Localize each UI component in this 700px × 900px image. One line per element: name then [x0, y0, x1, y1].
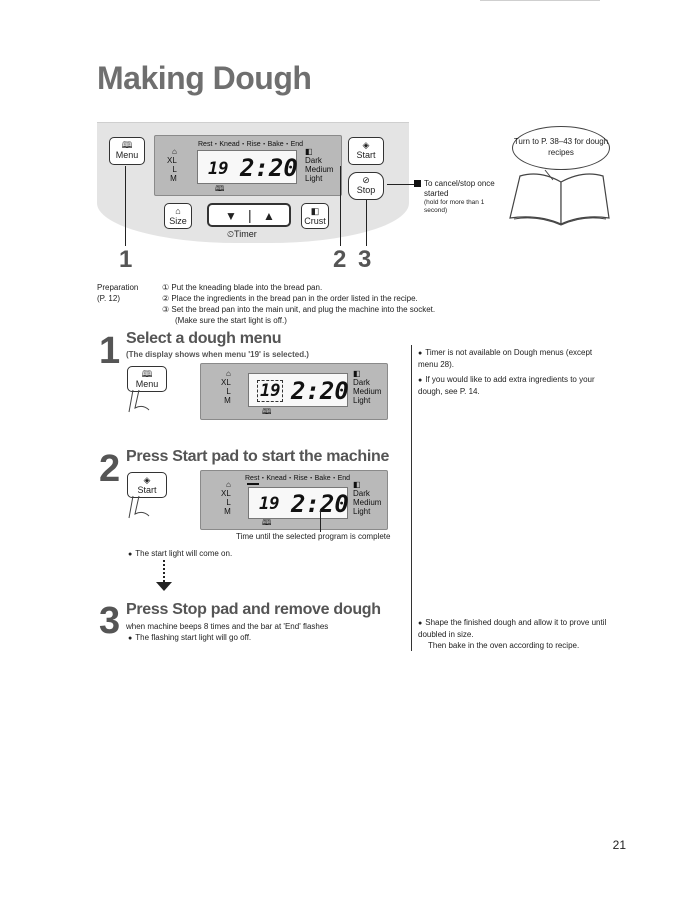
- recipe-bubble: Turn to P. 38–43 for dough recipes: [512, 126, 610, 170]
- page-title: Making Dough: [97, 60, 312, 96]
- loaf-icon: ⌂: [225, 480, 231, 489]
- leader-line-1: [125, 166, 127, 246]
- leader-line-3: [366, 200, 368, 246]
- size-pad[interactable]: ⌂ Size: [164, 203, 192, 229]
- start-pad[interactable]: ◈ Start: [348, 137, 384, 165]
- start-pad-label: Start: [356, 150, 376, 160]
- prep-label: Preparation (P. 12): [97, 283, 139, 303]
- column-divider: [411, 345, 412, 651]
- step-2-heading: Press Start pad to start the machine: [126, 448, 390, 465]
- menu-pad-label: Menu: [115, 150, 139, 160]
- callout-1: 1: [119, 246, 133, 273]
- callout-3: 3: [358, 246, 372, 273]
- step-3-heading: Press Stop pad and remove dough: [126, 601, 381, 618]
- down-arrow-icon[interactable]: ▼: [225, 209, 237, 223]
- stop-pad-label: Stop: [356, 185, 376, 195]
- prep-list: ① Put the kneading blade into the bread …: [162, 282, 435, 326]
- size-l: L: [172, 165, 177, 174]
- step-1-sub: (The display shows when menu '19' is sel…: [126, 350, 309, 359]
- leader-line-2: [340, 166, 342, 246]
- step-1-number: 1: [99, 330, 121, 372]
- panel-display: Rest・Knead・Rise・Bake・End ⌂ XL L M 19 2:2…: [154, 135, 342, 196]
- book-icon: 🕮: [141, 369, 153, 379]
- crust-indicators: ◧ Dark Medium Light: [305, 147, 333, 183]
- step-1-menu-pad[interactable]: 🕮 Menu: [127, 366, 167, 392]
- square-bullet: [414, 180, 421, 187]
- time-caption: Time until the selected program is compl…: [236, 532, 391, 541]
- crust-icon: ◧: [310, 206, 320, 216]
- start-icon: ◈: [143, 475, 151, 485]
- timer-label: ⏲Timer: [227, 229, 257, 239]
- recipe-icon: 🕮: [262, 518, 272, 527]
- stop-pointer: [387, 184, 414, 185]
- recipe-icon: 🕮: [262, 407, 272, 416]
- start-light-note: The start light will come on.: [128, 548, 232, 560]
- book-icon: 🕮: [121, 140, 133, 150]
- open-book-icon: [509, 169, 610, 226]
- time-leader: [320, 510, 322, 532]
- note-extra-ingredients: If you would like to add extra ingredien…: [418, 374, 608, 397]
- size-pad-label: Size: [169, 216, 187, 226]
- note-shape-dough: Shape the finished dough and allow it to…: [418, 617, 608, 640]
- crust-pad-label: Crust: [304, 216, 326, 226]
- step-2-display: Rest・Knead・Rise・Bake・End ⌂ XL L M 19 2:2…: [200, 470, 388, 530]
- up-arrow-icon[interactable]: ▲: [263, 209, 275, 223]
- display-window: 19 2:20: [197, 150, 298, 184]
- top-rule: [480, 0, 600, 1]
- prep-item-2: ② Place the ingredients in the bread pan…: [162, 294, 418, 303]
- callout-2: 2: [333, 246, 347, 273]
- loaf-icon: ⌂: [175, 206, 181, 216]
- prep-item-note: (Make sure the start light is off.): [175, 316, 287, 325]
- note-timer: Timer is not available on Dough menus (e…: [418, 347, 608, 370]
- note-bake: Then bake in the oven according to recip…: [428, 641, 580, 650]
- dotted-arrow-line: [163, 560, 165, 582]
- timer-pads[interactable]: ▼ | ▲: [207, 203, 291, 227]
- crust-medium: Medium: [305, 165, 334, 174]
- pressing-finger-icon: [128, 495, 150, 519]
- time-readout: 2:20: [240, 154, 298, 182]
- rest-bar: [247, 483, 259, 485]
- stop-note: To cancel/stop once started (hold for mo…: [424, 179, 495, 214]
- step-2-start-pad[interactable]: ◈ Start: [127, 472, 167, 498]
- step-3-sub: when machine beeps 8 times and the bar a…: [126, 622, 329, 631]
- crust-dark: Dark: [305, 156, 322, 165]
- crust-icon: ◧: [353, 369, 361, 378]
- step-1-heading: Select a dough menu: [126, 330, 282, 347]
- step-1-notes: Timer is not available on Dough menus (e…: [418, 347, 608, 397]
- clock-icon: ⏲: [227, 229, 235, 239]
- control-panel: 🕮 Menu Rest・Knead・Rise・Bake・End ⌂ XL L M…: [97, 122, 409, 243]
- crust-light: Light: [305, 174, 323, 183]
- stop-icon: ⊘: [362, 175, 370, 185]
- menu-number: 19: [208, 159, 229, 179]
- divider: |: [248, 207, 252, 223]
- size-indicators: ⌂ XL L M: [167, 147, 177, 183]
- crust-pad[interactable]: ◧ Crust: [301, 203, 329, 229]
- crust-icon: ◧: [305, 147, 313, 156]
- menu-pad[interactable]: 🕮 Menu: [109, 137, 145, 165]
- down-arrow-icon: [156, 582, 172, 591]
- stop-pad[interactable]: ⊘ Stop: [348, 172, 384, 200]
- step-3-notes: Shape the finished dough and allow it to…: [418, 617, 608, 651]
- size-m: M: [170, 174, 177, 183]
- loaf-icon: ⌂: [171, 147, 177, 156]
- menu-number-blinking: 19: [257, 380, 284, 402]
- recipe-icon: 🕮: [215, 184, 225, 193]
- step-1-display: ⌂ XL L M 19 2:20 ◧ Dark Medium Light 🕮: [200, 363, 388, 420]
- stage-labels: Rest・Knead・Rise・Bake・End: [198, 141, 304, 148]
- step-3-bullet: The flashing start light will go off.: [128, 632, 251, 644]
- start-icon: ◈: [362, 140, 370, 150]
- prep-item-1: ① Put the kneading blade into the bread …: [162, 283, 323, 292]
- crust-icon: ◧: [353, 480, 361, 489]
- step-2-number: 2: [99, 448, 121, 490]
- size-xl: XL: [167, 156, 177, 165]
- loaf-icon: ⌂: [225, 369, 231, 378]
- pressing-finger-icon: [128, 389, 150, 413]
- step-3-number: 3: [99, 600, 121, 642]
- prep-item-3: ③ Set the bread pan into the main unit, …: [162, 305, 436, 314]
- page-number: 21: [612, 838, 626, 852]
